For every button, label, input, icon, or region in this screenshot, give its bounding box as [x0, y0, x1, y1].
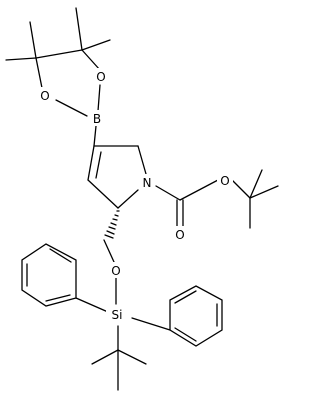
- bond-b-o-top: [97, 84, 101, 112]
- bond-ring-c3-c4-double: [95, 151, 102, 179]
- bond-b-c-ring: [93, 125, 97, 147]
- stereo-hashed-wedge: [104, 210, 120, 239]
- bond-o-left-c: [35, 57, 43, 89]
- bond-methyl-1: [81, 39, 111, 51]
- bond-pinacol-c-c: [35, 49, 83, 59]
- bond-o-ester-tbu-c: [231, 179, 251, 199]
- bond-ring-n-c2: [117, 189, 139, 209]
- bond-ring-c2-c3: [87, 179, 119, 209]
- bond-carbonyl-c-o-ester: [179, 179, 219, 201]
- bond-ring-c3-c4: [87, 145, 95, 181]
- bond-methyl-4: [29, 21, 37, 59]
- chemical-structure: B O O N O O O Si: [5, 7, 279, 391]
- atom-nitrogen-label: N: [143, 176, 152, 190]
- bond-si-phenyl-left: [75, 297, 109, 313]
- bond-methyl-3: [5, 57, 37, 61]
- bond-ch2-o: [103, 239, 115, 263]
- bonds: [5, 7, 279, 391]
- bond-si-tbu-methyl-1: [91, 349, 119, 365]
- atom-silicon-label: Si: [112, 308, 123, 322]
- bond-o-top-c: [81, 49, 101, 71]
- atom-oxygen-silyl-ether-label: O: [111, 264, 120, 278]
- phenyl-ring-right: [169, 285, 223, 347]
- bond-si-phenyl-right: [131, 317, 171, 331]
- atom-labels: B O O N O O O Si: [38, 68, 233, 323]
- atom-oxygen-boronate-top-label: O: [96, 70, 105, 84]
- bond-ring-c5-n: [137, 145, 147, 175]
- atom-oxygen-boronate-left-label: O: [40, 89, 49, 103]
- bond-tbu-methyl-1: [249, 185, 279, 199]
- bond-b-o-left: [55, 99, 88, 117]
- bond-tbu-methyl-3: [249, 169, 263, 199]
- bond-methyl-2: [75, 7, 83, 51]
- phenyl-ring-left: [21, 243, 77, 307]
- atom-oxygen-carbonyl-label: O: [175, 228, 184, 242]
- bond-n-carbonyl-c: [155, 185, 181, 201]
- bond-si-tbu-methyl-2: [117, 349, 147, 365]
- atom-boron-label: B: [93, 112, 101, 126]
- atom-oxygen-ester-label: O: [220, 174, 229, 188]
